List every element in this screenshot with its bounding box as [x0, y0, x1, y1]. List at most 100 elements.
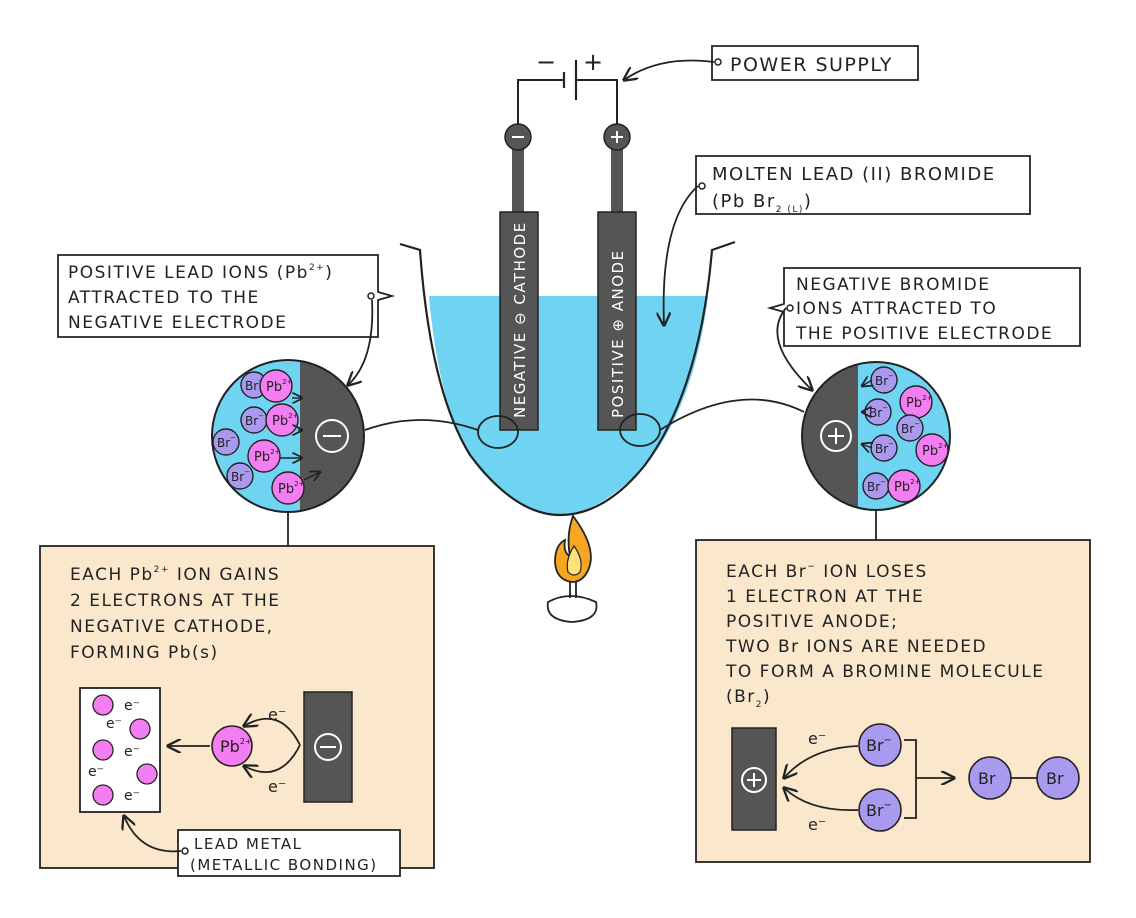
electrolyte-formula-sub: 2 (L) — [776, 205, 804, 215]
pb-ion: Pb2+ — [887, 469, 921, 503]
svg-text:EACH Br− ION LOSES: EACH Br− ION LOSES — [726, 562, 928, 582]
br-ion: Br− — [870, 434, 898, 462]
pb-ion: Pb2+ — [265, 403, 299, 437]
electrolyte-formula: (Pb Br — [712, 191, 776, 212]
electron-label-bottom-right: e⁻ — [808, 815, 826, 834]
svg-text:Pb2+: Pb2+ — [894, 478, 921, 495]
right-callout-line2: IONS ATTRACTED TO — [796, 299, 997, 319]
svg-text:Pb2+: Pb2+ — [906, 394, 933, 411]
svg-text:Br−: Br− — [875, 372, 894, 388]
svg-text:POSITIVE LEAD IONS (Pb2+): POSITIVE LEAD IONS (Pb2+) — [68, 263, 333, 283]
bromine-atom-right-label: Br — [1046, 769, 1064, 788]
lead-metal-label-2: (METALLIC BONDING) — [190, 856, 378, 874]
svg-text:Br−: Br− — [901, 420, 920, 436]
battery-plus-sign: + — [583, 48, 605, 76]
right-box-line5: TO FORM A BROMINE MOLECULE — [725, 662, 1044, 682]
delocalised-electron: e⁻ — [88, 764, 104, 780]
delocalised-electron: e⁻ — [124, 788, 140, 804]
pb-ion: Pb2+ — [259, 369, 293, 403]
svg-text:Br−: Br− — [869, 404, 888, 420]
br-ion: Br− — [240, 406, 268, 434]
left-box-line2: 2 ELECTRONS AT THE — [70, 591, 281, 611]
electrolyte-formula-close: ) — [804, 191, 813, 212]
svg-text:Pb2+: Pb2+ — [220, 737, 252, 756]
delocalised-electron: e⁻ — [106, 716, 122, 732]
right-box-line4: TWO Br IONS ARE NEEDED — [725, 637, 987, 657]
br-ion-top — [858, 723, 902, 767]
svg-text:Br−: Br− — [217, 434, 236, 450]
anode-info-box: EACH Br− ION LOSES 1 ELECTRON AT THE POS… — [695, 539, 1091, 863]
bunsen-burner — [546, 514, 598, 623]
lead-atom — [92, 739, 114, 761]
left-callout-line1: POSITIVE LEAD IONS (Pb — [68, 263, 309, 283]
right-box-sup: − — [807, 562, 816, 572]
svg-text:Pb2+: Pb2+ — [272, 412, 299, 429]
right-callout-line1: NEGATIVE BROMIDE — [796, 275, 990, 295]
battery-minus-sign: − — [536, 48, 558, 76]
beaker — [399, 240, 736, 517]
svg-text:Br−: Br− — [867, 478, 886, 494]
svg-text:Br−: Br− — [245, 412, 264, 428]
svg-text:(Pb Br2 (L)): (Pb Br2 (L)) — [712, 191, 812, 215]
bromine-atom-left-label: Br — [978, 769, 996, 788]
svg-text:Pb2+: Pb2+ — [278, 480, 305, 497]
svg-text:Br−: Br− — [231, 468, 250, 484]
lead-atom — [92, 784, 114, 806]
left-box-line1a: EACH Pb — [70, 565, 154, 585]
electrolyte-callout: MOLTEN LEAD (II) BROMIDE (Pb Br2 (L)) — [664, 155, 1031, 325]
pb-ion-bottom — [211, 725, 253, 767]
electron-label-top-right: e⁻ — [808, 729, 826, 748]
svg-text:Br−: Br− — [875, 440, 894, 456]
br-ion-bottom — [858, 788, 902, 832]
left-box-line4: FORMING Pb(s) — [70, 643, 219, 663]
right-box-line2: 1 ELECTRON AT THE — [726, 587, 924, 607]
svg-text:Pb2+: Pb2+ — [266, 378, 293, 395]
right-callout-line3: THE POSITIVE ELECTRODE — [795, 324, 1053, 344]
delocalised-electron: e⁻ — [124, 698, 140, 714]
left-callout-line2: ATTRACTED TO THE — [68, 288, 260, 308]
right-box-line1b: ION LOSES — [816, 562, 928, 582]
right-box-line6: (Br — [726, 687, 756, 707]
cathode-zoom: Br−Pb2+Br−Pb2+Br−Pb2+Br−Pb2+ — [211, 359, 365, 513]
br-ion: Br− — [212, 428, 240, 456]
lead-metal-label-1: LEAD METAL — [194, 835, 302, 853]
right-box-line1a: EACH Br — [726, 562, 807, 582]
anode-label: POSITIVE ⊕ ANODE — [609, 249, 627, 418]
lead-metal-lattice — [79, 687, 161, 813]
right-callout: NEGATIVE BROMIDE IONS ATTRACTED TO THE P… — [766, 267, 1081, 390]
pb-ion: Pb2+ — [915, 433, 949, 467]
br-ion: Br− — [870, 366, 898, 394]
anode-electrode: POSITIVE ⊕ ANODE — [597, 123, 637, 431]
power-supply-callout: POWER SUPPLY — [624, 45, 919, 80]
left-box-line1b: ION GAINS — [170, 565, 280, 585]
br-ion: Br− — [862, 472, 890, 500]
electron-label-bottom-left: e⁻ — [268, 777, 286, 796]
left-callout-line3: NEGATIVE ELECTRODE — [68, 313, 287, 333]
right-box-line6-close: ) — [763, 687, 771, 707]
electron-label-top-left: e⁻ — [268, 705, 286, 724]
cathode-info-box: EACH Pb2+ ION GAINS 2 ELECTRONS AT THE N… — [39, 545, 435, 877]
electrolyte-line1: MOLTEN LEAD (II) BROMIDE — [712, 164, 996, 185]
bromine-atom-right — [1036, 756, 1080, 800]
br-ion: Br− — [226, 462, 254, 490]
molten-electrolyte — [429, 296, 708, 515]
cathode-label: NEGATIVE ⊖ CATHODE — [511, 221, 529, 418]
br-ion: Br− — [896, 414, 924, 442]
left-callout-close: ) — [325, 263, 333, 283]
cathode-electrode: NEGATIVE ⊖ CATHODE — [499, 123, 539, 431]
svg-text:(Br2): (Br2) — [726, 687, 771, 710]
lead-atom — [92, 694, 114, 716]
left-callout: POSITIVE LEAD IONS (Pb2+) ATTRACTED TO T… — [57, 254, 396, 385]
right-box-line3: POSITIVE ANODE; — [726, 612, 898, 632]
svg-text:Pb2+: Pb2+ — [922, 442, 949, 459]
svg-text:Br−: Br− — [866, 735, 892, 755]
pb-ion: Pb2+ — [247, 439, 281, 473]
left-callout-sup: 2+ — [309, 263, 325, 273]
power-circuit: − + — [517, 48, 618, 128]
right-box-line6-sub: 2 — [756, 700, 763, 710]
anode-zoom: Br−Br−Pb2+Br−Br−Pb2+Br−Pb2+ — [801, 361, 951, 511]
svg-text:Br−: Br− — [866, 800, 892, 820]
delocalised-electron: e⁻ — [124, 744, 140, 760]
pb-ion: Pb2+ — [271, 471, 305, 505]
